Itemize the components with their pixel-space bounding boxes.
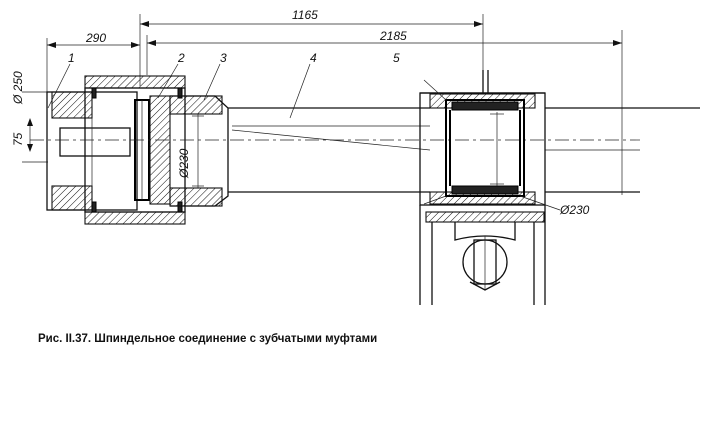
callout-2: 2 <box>177 51 185 65</box>
dim-overall: 1165 <box>292 8 318 22</box>
support-stand <box>419 205 546 305</box>
dim-left-length: 290 <box>85 31 106 45</box>
spindle-shaft <box>228 107 700 193</box>
dim-offset: 75 <box>11 132 25 146</box>
dim-right-length: 2185 <box>379 29 407 43</box>
callout-1: 1 <box>68 51 75 65</box>
callout-leaders <box>47 63 311 119</box>
callout-3: 3 <box>220 51 227 65</box>
dimension-lines <box>46 14 623 195</box>
sleeve-3 <box>169 95 229 207</box>
right-gear-coupling <box>419 70 546 206</box>
dim-sleeve-diameter: Ø230 <box>177 148 191 179</box>
dim-right-diameter: Ø230 <box>559 203 590 217</box>
dim-left-diameter: Ø 250 <box>11 71 25 105</box>
figure-caption: Рис. II.37. Шпиндельное соединение с зуб… <box>38 333 378 345</box>
roll-neck <box>46 91 138 211</box>
callout-4: 4 <box>310 51 317 65</box>
callout-5: 5 <box>393 51 400 65</box>
left-dimension-marks <box>22 91 48 163</box>
left-gear-coupling <box>84 75 186 225</box>
